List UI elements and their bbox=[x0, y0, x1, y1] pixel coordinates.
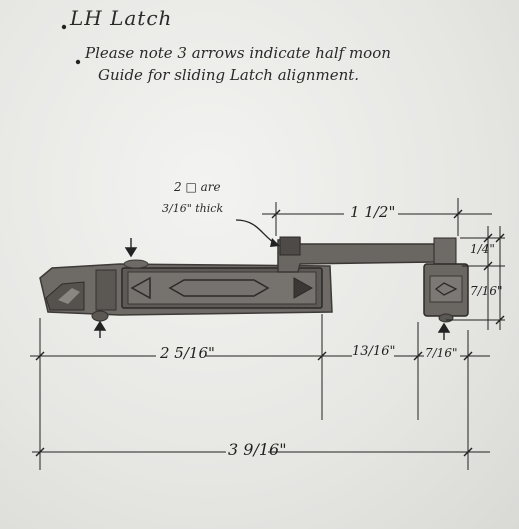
dim-right-section: 7/16" bbox=[425, 346, 458, 360]
latch-part bbox=[39, 236, 469, 323]
note-line-2: Guide for sliding Latch alignment. bbox=[98, 66, 360, 84]
callout-squares-label: 2 □ are bbox=[174, 180, 221, 194]
note-line-1: Please note 3 arrows indicate half moon bbox=[85, 44, 391, 62]
arrow-up-icon bbox=[437, 322, 451, 333]
square-block bbox=[279, 236, 301, 256]
left-arrow-icon bbox=[130, 276, 151, 300]
dim-overall-length: 3 9/16" bbox=[228, 440, 287, 459]
arrow-up-icon bbox=[93, 320, 107, 331]
dim-top-length: 1 1/2" bbox=[350, 203, 396, 221]
dim-left-section: 2 5/16" bbox=[160, 344, 215, 362]
arrow-down-icon bbox=[124, 247, 138, 258]
dim-right-upper-height: 1/4" bbox=[470, 242, 495, 256]
dimension-ticks bbox=[35, 209, 505, 457]
diamond-slot bbox=[168, 279, 270, 297]
bullet-dot bbox=[75, 59, 81, 65]
callout-thickness-label: 3/16" thick bbox=[162, 202, 224, 215]
dim-right-total-height: 7/16" bbox=[470, 284, 503, 298]
callout-leader bbox=[235, 219, 277, 245]
right-arrow-icon bbox=[293, 277, 314, 299]
drawing-title: LH Latch bbox=[70, 6, 173, 30]
dim-mid-section: 13/16" bbox=[352, 344, 396, 359]
bullet-dot bbox=[61, 24, 67, 30]
square-block bbox=[433, 237, 457, 265]
alignment-arrows bbox=[93, 238, 451, 340]
